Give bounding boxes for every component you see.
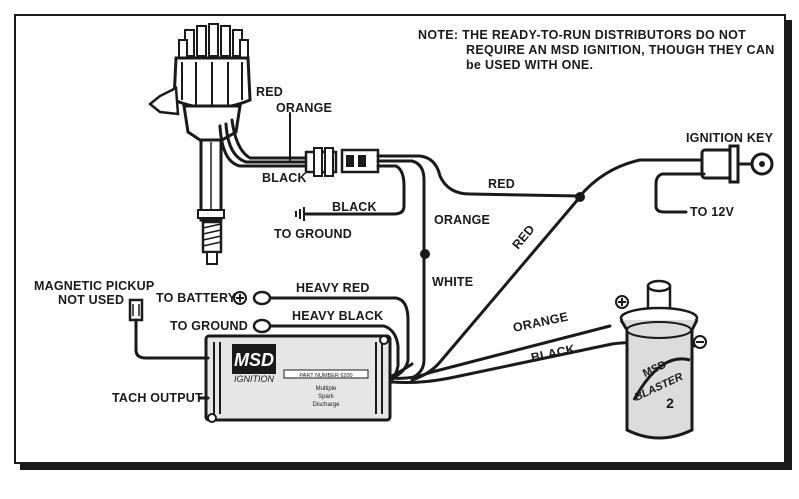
label-heavy-red: HEAVY RED (296, 281, 370, 295)
wire-to-12v (654, 172, 706, 214)
coil-number: 2 (666, 395, 674, 411)
msd-box-sub3: Discharge (312, 402, 340, 408)
wire-red-distributor (230, 118, 310, 160)
msd-box-brand: MSD (234, 350, 274, 370)
ground-symbol (295, 207, 305, 221)
junction-dot-white (420, 249, 430, 259)
note-line-1: NOTE: THE READY-TO-RUN DISTRIBUTORS DO N… (418, 28, 746, 42)
distributor (147, 23, 252, 265)
label-orange-top: ORANGE (276, 101, 332, 115)
note-line-3: be USED WITH ONE. (466, 58, 593, 72)
msd-box-sub1: Multiple (316, 386, 337, 392)
wire-magnetic-pickup (134, 318, 210, 360)
label-orange-coil: ORANGE (512, 310, 570, 335)
harness-connector-male (304, 147, 338, 177)
label-to-12v: TO 12V (690, 205, 735, 219)
label-heavy-black: HEAVY BLACK (292, 309, 383, 323)
wire-red-key-feed (578, 158, 706, 198)
label-red-mid: RED (488, 177, 515, 191)
label-tach-output: TACH OUTPUT (112, 391, 203, 405)
wire-black-to-ground (304, 164, 406, 216)
wire-orange-distributor (224, 122, 310, 164)
wire-black-distributor (218, 124, 310, 168)
battery-plus-icon (233, 291, 247, 305)
wire-orange-to-box (376, 159, 426, 380)
harness-connector-female (340, 148, 380, 174)
coil-negative-icon (693, 335, 707, 349)
ignition-key-switch (700, 144, 774, 184)
distributor-cap-terminals (178, 23, 249, 61)
label-to-battery: TO BATTERY (156, 291, 237, 305)
vacuum-advance (147, 86, 180, 116)
distributor-gear (201, 220, 223, 265)
label-not-used: NOT USED (58, 293, 124, 307)
note-text: NOTE: THE READY-TO-RUN DISTRIBUTORS DO N… (418, 28, 775, 72)
battery-ring-terminal (252, 290, 272, 306)
label-black-ground: BLACK (332, 200, 377, 214)
wire-bundle (390, 362, 414, 378)
label-orange-mid: ORANGE (434, 213, 490, 227)
label-red-diagonal: RED (510, 222, 538, 252)
label-black-distributor: BLACK (262, 171, 307, 185)
wire-red-to-key (376, 154, 582, 198)
label-magnetic-pickup: MAGNETIC PICKUP (34, 279, 154, 293)
wire-orange-to-coil (390, 324, 612, 380)
ignition-coil: MSD BLASTER 2 (619, 279, 699, 440)
ground-ring-terminal (252, 318, 272, 334)
msd-box-part: PART NUMBER 6200 (299, 373, 352, 379)
label-white: WHITE (432, 275, 473, 289)
note-line-2: REQUIRE AN MSD IGNITION, THOUGH THEY CAN (466, 43, 775, 57)
coil-positive-icon (615, 295, 629, 309)
label-to-ground-top: TO GROUND (274, 227, 352, 241)
msd-ignition-box: MSD IGNITION PART NUMBER 6200 Multiple S… (204, 334, 392, 423)
msd-box-sub2: Spark (318, 394, 335, 400)
label-red-top: RED (256, 85, 283, 99)
label-ignition-key: IGNITION KEY (686, 131, 774, 145)
label-to-ground-box: TO GROUND (170, 319, 248, 333)
msd-box-model: IGNITION (234, 374, 274, 384)
magnetic-pickup-connector (128, 298, 144, 322)
